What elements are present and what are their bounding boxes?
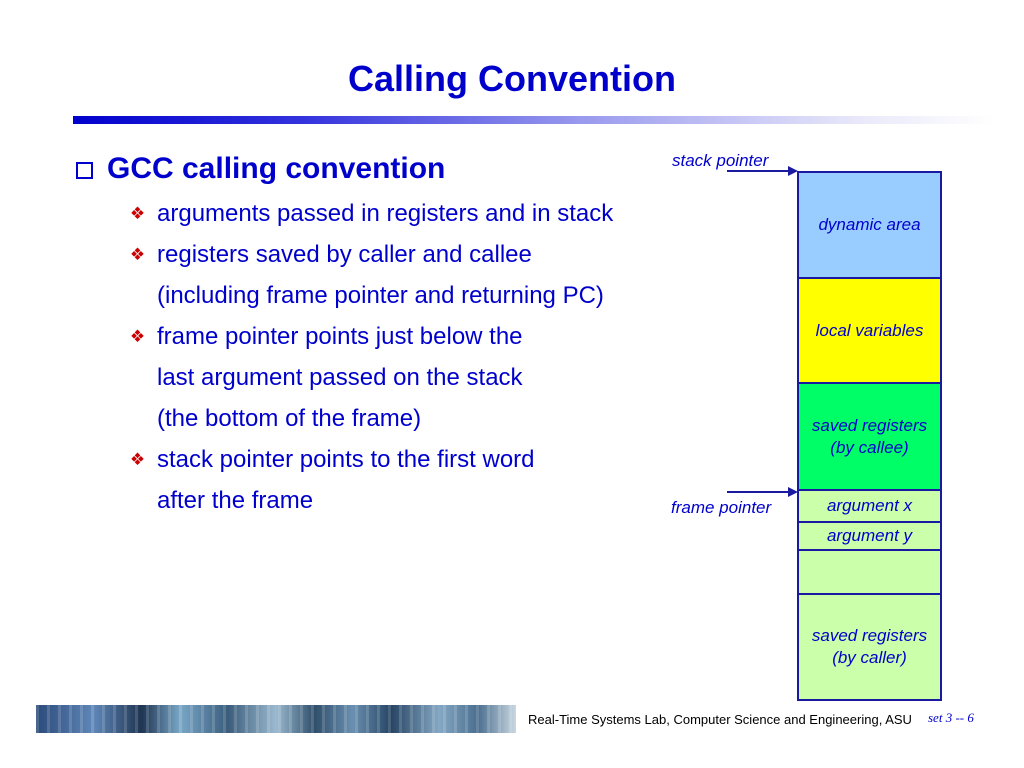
- footer-image-strip: [36, 705, 516, 733]
- main-bullet: GCC calling convention: [76, 152, 445, 186]
- title-divider: [73, 116, 995, 124]
- checkbox-icon: [76, 161, 93, 179]
- sub-bullet-continuation: after the frame: [157, 487, 314, 514]
- sub-bullet-frame-pointer: ❖ frame pointer points just below the: [128, 323, 523, 351]
- frame-pointer-arrow: [727, 491, 789, 493]
- sub-bullet-registers: ❖ registers saved by caller and callee: [128, 241, 532, 269]
- arrow-head-icon: [788, 166, 798, 176]
- sub-bullet-arguments: ❖ arguments passed in registers and in s…: [128, 200, 613, 228]
- cell-label: saved registers: [811, 626, 928, 645]
- diamond-bullet-icon: ❖: [129, 204, 146, 223]
- cell-label: argument x: [826, 496, 913, 515]
- page-number: set 3 -- 6: [928, 710, 974, 725]
- cell-argument-y: argument y: [799, 523, 940, 551]
- cell-label: (by caller): [832, 648, 907, 667]
- frame-pointer-label: frame pointer: [671, 498, 772, 517]
- main-bullet-text: GCC calling convention: [107, 152, 446, 185]
- slide-title: Calling Convention: [348, 58, 676, 99]
- cell-saved-registers-caller: saved registers (by caller): [799, 595, 940, 699]
- sub-bullet-text: registers saved by caller and callee: [157, 241, 532, 268]
- stack-pointer-arrow: [727, 170, 789, 172]
- cell-local-variables: local variables: [799, 279, 940, 384]
- cell-label: dynamic area: [818, 215, 921, 234]
- cell-empty: [799, 551, 940, 595]
- diamond-bullet-icon: ❖: [129, 450, 146, 469]
- diamond-bullet-icon: ❖: [129, 327, 146, 346]
- sub-bullet-continuation: last argument passed on the stack: [157, 364, 523, 391]
- cell-argument-x: argument x: [799, 491, 940, 523]
- cell-label: saved registers: [811, 415, 928, 435]
- cell-label: argument y: [826, 526, 913, 545]
- arrow-head-icon: [788, 487, 798, 497]
- sub-bullet-stack-pointer: ❖ stack pointer points to the first word: [128, 446, 535, 474]
- footer-lab-text: Real-Time Systems Lab, Computer Science …: [528, 712, 912, 727]
- cell-label: local variables: [815, 320, 924, 340]
- sub-bullet-continuation: (including frame pointer and returning P…: [157, 282, 604, 309]
- cell-dynamic-area: dynamic area: [799, 173, 940, 279]
- sub-bullet-continuation: (the bottom of the frame): [157, 405, 422, 432]
- sub-bullet-text: frame pointer points just below the: [157, 323, 523, 350]
- sub-bullet-text: stack pointer points to the first word: [157, 446, 535, 473]
- sub-bullet-text: arguments passed in registers and in sta…: [157, 200, 614, 227]
- stack-pointer-label: stack pointer: [672, 151, 769, 170]
- stack-frame-diagram: dynamic area local variables saved regis…: [797, 171, 942, 701]
- diamond-bullet-icon: ❖: [129, 245, 146, 264]
- cell-label: (by callee): [830, 437, 909, 457]
- cell-saved-registers-callee: saved registers (by callee): [799, 384, 940, 491]
